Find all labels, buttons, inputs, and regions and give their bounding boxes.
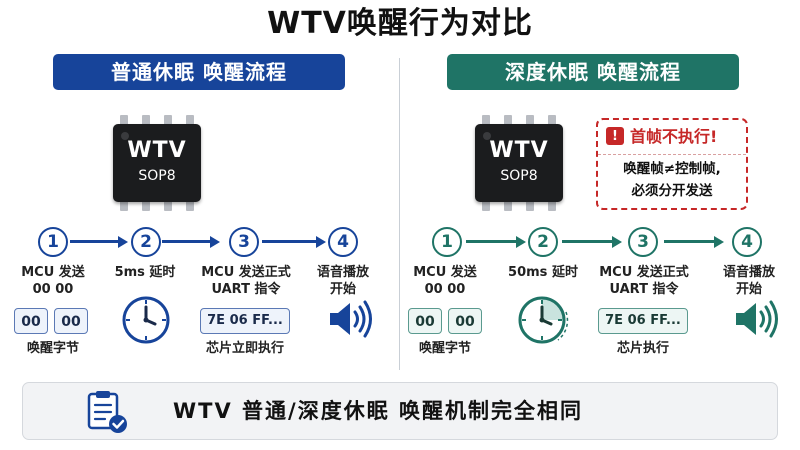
step-1-label: MCU 发送 00 00	[413, 265, 477, 297]
chip-name: WTV	[489, 138, 549, 163]
right-panel-header: 深度休眠 唤醒流程	[447, 54, 739, 90]
step-4-label: 语音播放 开始	[316, 265, 369, 297]
clock-icon	[518, 296, 569, 344]
uart-command-box: 7E 06 FF...	[200, 308, 290, 334]
checklist-icon	[87, 391, 127, 433]
step-1-label: MCU 发送 00 00	[21, 265, 85, 297]
page-title: WTV唤醒行为对比	[267, 6, 533, 41]
chip-name: WTV	[127, 138, 187, 163]
wake-byte-box: 00	[14, 308, 48, 334]
warning-callout: ! 首帧不执行! 唤醒帧≠控制帧, 必须分开发送	[596, 118, 748, 210]
wake-byte-box: 00	[448, 308, 482, 334]
step-2-badge: 2	[528, 227, 558, 257]
speaker-icon	[736, 300, 778, 338]
uart-command-caption: 芯片立即执行	[205, 341, 284, 356]
summary-text: WTV 普通/深度休眠 唤醒机制完全相同	[173, 399, 584, 423]
step-4-badge: 4	[732, 227, 762, 257]
chip-model: SOP8	[500, 168, 538, 184]
step-2-label: 5ms 延时	[114, 265, 176, 280]
step-2-badge: 2	[131, 227, 161, 257]
clock-icon	[122, 296, 170, 344]
step-3-label: MCU 发送正式 UART 指令	[599, 265, 689, 297]
step-3-label: MCU 发送正式 UART 指令	[201, 265, 291, 297]
ic-chip-icon: WTV SOP8	[113, 124, 201, 202]
uart-command-box: 7E 06 FF...	[598, 308, 688, 334]
step-1-badge: 1	[432, 227, 462, 257]
step-4-label: 语音播放 开始	[722, 265, 775, 297]
wake-byte-box: 00	[54, 308, 88, 334]
left-panel-header: 普通休眠 唤醒流程	[53, 54, 345, 90]
warning-title: 首帧不执行!	[630, 127, 718, 146]
chip-model: SOP8	[138, 168, 176, 184]
wake-byte-caption: 唤醒字节	[26, 341, 79, 356]
step-1-badge: 1	[38, 227, 68, 257]
wake-byte-box: 00	[408, 308, 442, 334]
step-3-badge: 3	[229, 227, 259, 257]
wake-byte-caption: 唤醒字节	[418, 341, 471, 356]
center-divider	[399, 58, 400, 370]
step-3-badge: 3	[628, 227, 658, 257]
warning-message: 唤醒帧≠控制帧, 必须分开发送	[623, 161, 721, 199]
step-4-badge: 4	[328, 227, 358, 257]
ic-chip-icon: WTV SOP8	[475, 124, 563, 202]
uart-command-caption: 芯片执行	[616, 341, 669, 356]
warning-icon: !	[606, 127, 624, 145]
step-2-label: 50ms 延时	[508, 265, 578, 280]
speaker-icon	[330, 300, 372, 338]
summary-bar: WTV 普通/深度休眠 唤醒机制完全相同	[22, 382, 778, 440]
